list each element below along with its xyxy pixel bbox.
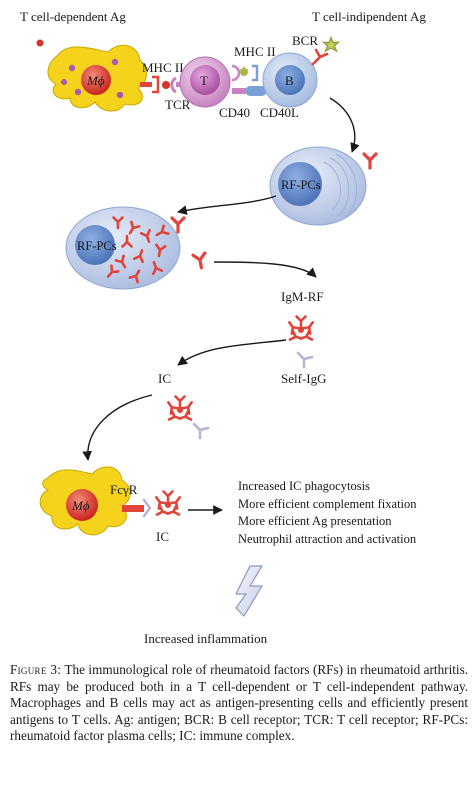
t-cell (179, 56, 231, 108)
figure-caption-text: The immunological role of rheumatoid fac… (10, 662, 468, 744)
lightning-bolt-arrow (235, 565, 263, 617)
rfpc-cell-secreting (65, 206, 181, 290)
t-independent-ag-label: T cell-indipendent Ag (312, 9, 426, 24)
cd40l-label: CD40L (260, 105, 299, 120)
b-cell (262, 52, 318, 108)
arrow-bcell-to-rfpc (329, 97, 360, 153)
self-igg-molecule (296, 351, 314, 369)
arrow-to-ic (177, 339, 287, 366)
macrophage-top (47, 44, 147, 112)
macrophage-bottom-label: Mϕ (71, 498, 90, 513)
increased-inflammation-label: Increased inflammation (144, 631, 268, 646)
t-cell-label: T (200, 73, 208, 88)
effect-item: More efficient complement fixation (238, 496, 417, 511)
free-antigen-dot (36, 39, 44, 47)
b-cell-label: B (285, 73, 294, 88)
mhc-tcr-synapse-left (140, 75, 186, 94)
figure-caption-label: Figure 3: (10, 662, 62, 677)
figure-caption: Figure 3: The immunological role of rheu… (10, 662, 468, 745)
effects-list: Increased IC phagocytosis More efficient… (238, 478, 470, 548)
immune-complex-bottom (151, 490, 185, 520)
igm-rf-label: IgM-RF (281, 289, 324, 304)
macrophage-bottom (39, 466, 152, 536)
t-independent-antigen-star (321, 35, 341, 53)
mhc2-left-label: MHC II (142, 60, 184, 75)
immune-complex-top (163, 395, 210, 440)
ic-label-top: IC (158, 371, 171, 386)
self-igg-label: Self-IgG (281, 371, 327, 386)
ic-label-bottom: IC (156, 529, 169, 544)
arrow-rfpc-to-cluster (177, 195, 277, 215)
bcr-label: BCR (292, 33, 318, 48)
mhc2-right-label: MHC II (234, 44, 276, 59)
mhc-synapse-right (231, 64, 266, 96)
rfpc-label-top: RF-PCs (281, 178, 321, 192)
free-antibody-top (362, 152, 378, 170)
arrow-ic-to-macrophage (82, 394, 153, 461)
effect-item: Increased IC phagocytosis (238, 479, 370, 493)
tcr-label: TCR (165, 97, 191, 112)
effect-item: More efficient Ag presentation (238, 514, 392, 528)
t-dependent-ag-label: T cell-dependent Ag (20, 9, 126, 24)
macrophage-label: Mϕ (86, 73, 105, 88)
effect-item: Neutrophil attraction and activation (238, 531, 417, 546)
igm-rf-pentamer (284, 315, 318, 345)
rfpc-label-secreting: RF-PCs (77, 239, 117, 253)
bcr-receptor (311, 48, 329, 66)
cd40-label: CD40 (219, 105, 250, 120)
free-antibody-released (191, 251, 209, 271)
rf-pathway-diagram: T cell-dependent Ag T cell-indipendent A… (20, 9, 426, 646)
rfpc-cell-top (269, 146, 367, 226)
fcgr-label: FcγR (110, 482, 138, 497)
arrow-to-igm-rf (213, 261, 317, 278)
